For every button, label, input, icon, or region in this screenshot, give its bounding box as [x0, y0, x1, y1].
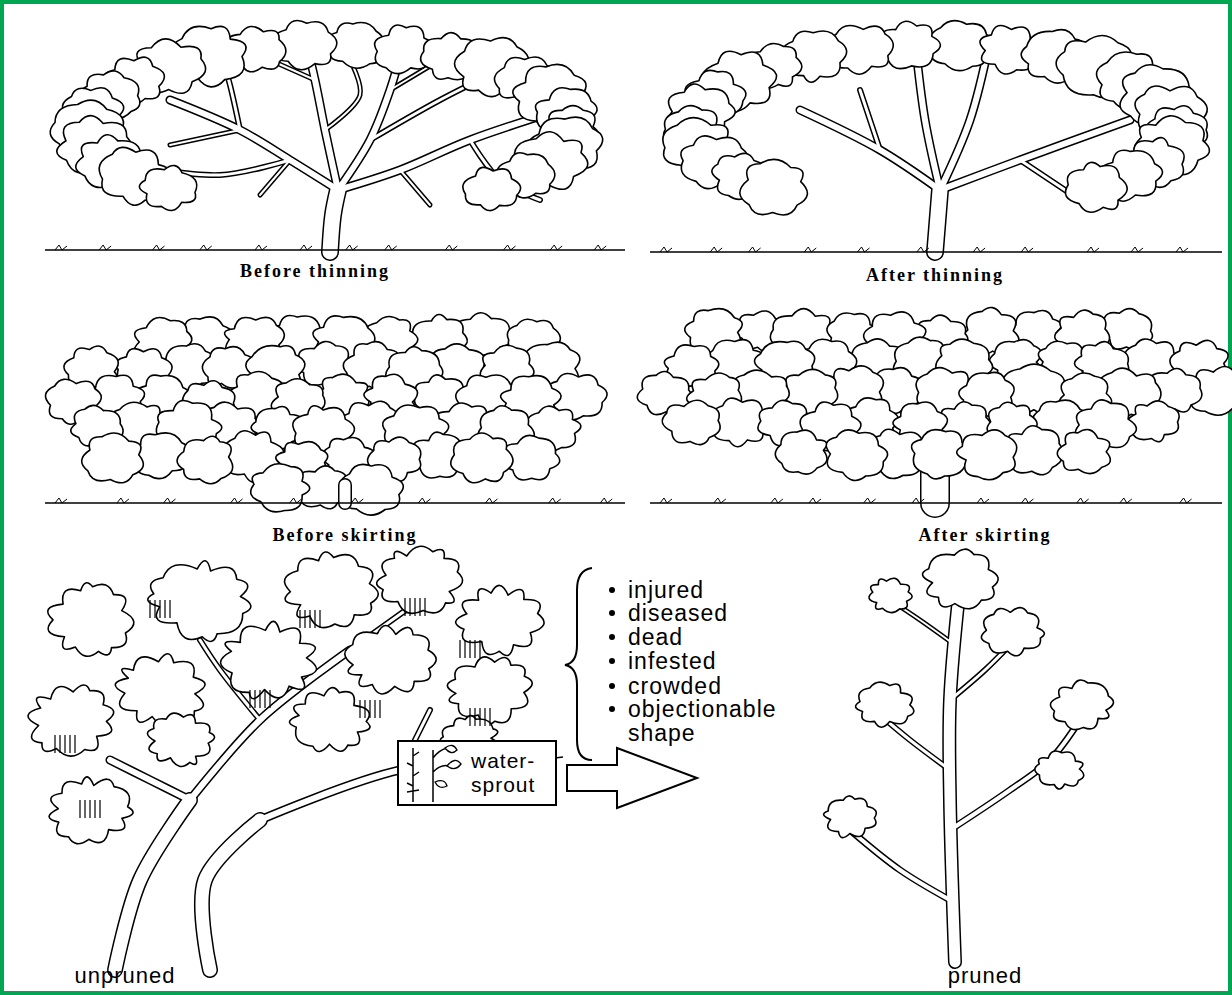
bullet-dot — [609, 587, 615, 593]
tree-label: pruned — [948, 964, 1023, 987]
panel-caption: Before thinning — [240, 262, 390, 281]
bullet-item: diseased — [628, 601, 728, 625]
panel-caption: Before skirting — [272, 526, 417, 545]
bullet-item: dead — [628, 625, 683, 649]
water-sprout-sketch — [399, 742, 469, 812]
bullet-dot — [609, 706, 615, 712]
bullet-dot — [609, 683, 615, 689]
bullet-dot — [609, 610, 615, 616]
hollow-arrow — [567, 748, 697, 808]
tree-before-skirting — [45, 313, 625, 515]
bullet-dot — [609, 634, 615, 640]
tree-pruned — [824, 549, 1114, 962]
bullet-item: objectionable shape — [628, 697, 818, 745]
bracket — [547, 568, 592, 760]
tree-after-skirting — [637, 307, 1232, 503]
panel-caption: After thinning — [866, 266, 1004, 285]
node-text: water-sprout — [471, 749, 549, 797]
bullet-item: crowded — [628, 674, 722, 698]
tree-label: unpruned — [75, 964, 176, 987]
bullet-item: injured — [628, 578, 704, 602]
panel-caption: After skirting — [918, 526, 1051, 545]
bullet-dot — [609, 658, 615, 664]
inset-box: water-sprout — [397, 740, 557, 806]
tree-before-thinning — [45, 21, 625, 252]
tree-after-thinning — [650, 21, 1222, 252]
bullet-item: infested — [628, 649, 717, 673]
